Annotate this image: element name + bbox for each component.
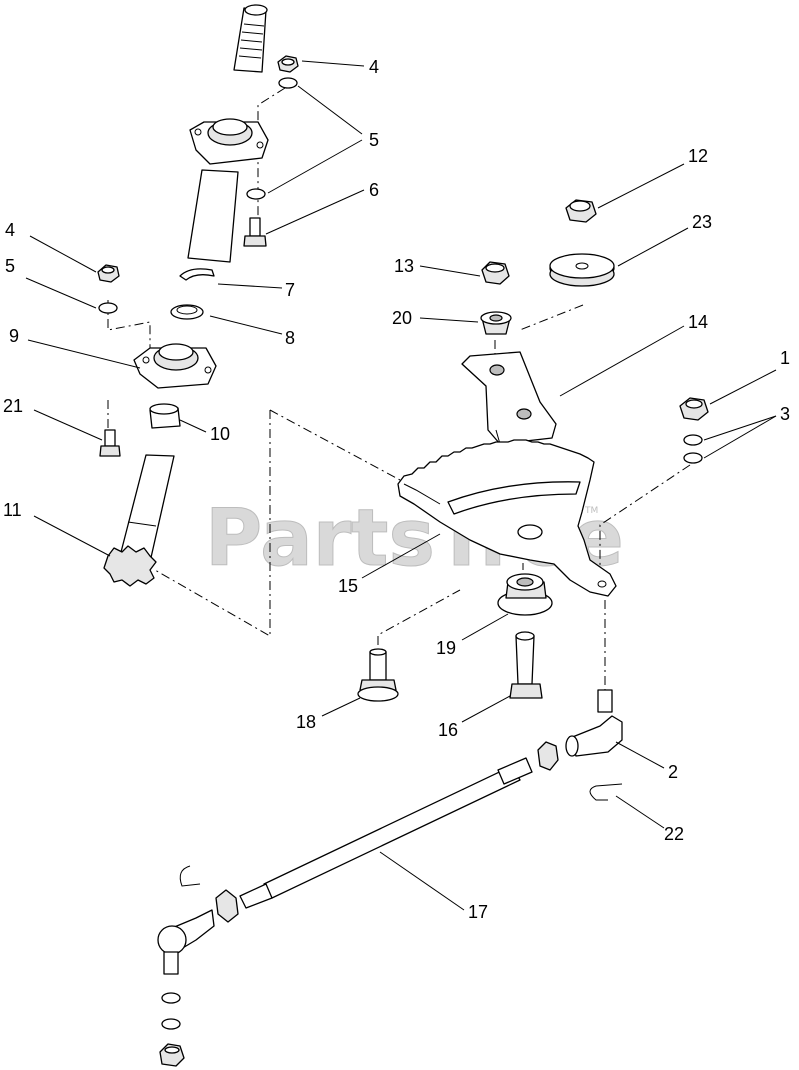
ball-joint-left[interactable] bbox=[157, 909, 215, 975]
washer-upper[interactable] bbox=[278, 77, 298, 89]
bushing-10[interactable] bbox=[149, 403, 181, 429]
bolt-21[interactable] bbox=[99, 429, 121, 457]
callout-9: 9 bbox=[9, 326, 19, 346]
callout-7: 7 bbox=[285, 280, 295, 300]
retaining-ring[interactable] bbox=[179, 268, 215, 281]
lock-nut-left[interactable] bbox=[97, 264, 120, 283]
hairpin-clip-right[interactable] bbox=[589, 783, 623, 801]
steering-shaft-upper[interactable] bbox=[233, 4, 268, 73]
bushing-8[interactable] bbox=[170, 304, 204, 320]
lock-nut-12[interactable] bbox=[565, 199, 597, 223]
callout-15: 15 bbox=[338, 576, 358, 596]
sector-gear[interactable] bbox=[397, 439, 617, 597]
flange-bearing-lower[interactable] bbox=[133, 343, 217, 389]
callout-23: 23 bbox=[692, 212, 712, 232]
callout-3: 3 bbox=[780, 404, 790, 424]
lock-nut-1[interactable] bbox=[679, 397, 709, 421]
callout-19: 19 bbox=[436, 638, 456, 658]
callout-22: 22 bbox=[664, 824, 684, 844]
callout-20: 20 bbox=[392, 308, 412, 328]
assembly-lines bbox=[107, 87, 691, 690]
bushing-20[interactable] bbox=[480, 311, 512, 335]
washer-3b[interactable] bbox=[683, 452, 703, 464]
bolt-6[interactable] bbox=[243, 217, 267, 247]
pinion-shaft[interactable] bbox=[103, 454, 175, 587]
callout-4-left: 4 bbox=[5, 220, 15, 240]
callout-8: 8 bbox=[285, 328, 295, 348]
bracket-plate[interactable] bbox=[461, 351, 557, 445]
bolt-16[interactable] bbox=[509, 631, 543, 699]
hairpin-clip-left[interactable] bbox=[179, 865, 201, 887]
callout-12: 12 bbox=[688, 146, 708, 166]
washer-left-lower-b[interactable] bbox=[161, 1018, 181, 1030]
lock-nut-left-lower[interactable] bbox=[159, 1043, 185, 1067]
lock-nut-upper[interactable] bbox=[277, 55, 299, 73]
steering-column-tube[interactable] bbox=[187, 169, 239, 263]
callouts: 4 5 6 4 5 7 8 9 21 10 11 12 23 13 20 14 … bbox=[3, 57, 790, 922]
leader-lines bbox=[25, 60, 777, 911]
washer-3a[interactable] bbox=[683, 434, 703, 446]
shoulder-bolt-18[interactable] bbox=[357, 648, 399, 702]
callout-16: 16 bbox=[438, 720, 458, 740]
callout-21: 21 bbox=[3, 396, 23, 416]
callout-1: 1 bbox=[780, 348, 790, 368]
washer-left-lower-a[interactable] bbox=[161, 992, 181, 1004]
callout-5-upper: 5 bbox=[369, 130, 379, 150]
callout-6: 6 bbox=[369, 180, 379, 200]
watermark-trademark: TM bbox=[584, 506, 598, 516]
callout-13: 13 bbox=[394, 256, 414, 276]
washer-mid[interactable] bbox=[246, 188, 266, 200]
callout-10: 10 bbox=[210, 424, 230, 444]
callout-18: 18 bbox=[296, 712, 316, 732]
lock-nut-13[interactable] bbox=[481, 261, 510, 285]
tie-rod[interactable] bbox=[239, 757, 533, 909]
jam-nut-left[interactable] bbox=[215, 889, 239, 923]
flange-bearing-upper[interactable] bbox=[189, 118, 269, 165]
callout-14: 14 bbox=[688, 312, 708, 332]
spacer-bushing-19[interactable] bbox=[497, 573, 553, 616]
callout-2: 2 bbox=[668, 762, 678, 782]
jam-nut-right[interactable] bbox=[537, 741, 559, 771]
spacer-washer-23[interactable] bbox=[549, 253, 615, 287]
ball-joint-right[interactable] bbox=[565, 689, 623, 757]
callout-5-left: 5 bbox=[5, 256, 15, 276]
callout-4-upper: 4 bbox=[369, 57, 379, 77]
callout-17: 17 bbox=[468, 902, 488, 922]
callout-11: 11 bbox=[3, 500, 22, 520]
washer-left[interactable] bbox=[98, 302, 118, 314]
